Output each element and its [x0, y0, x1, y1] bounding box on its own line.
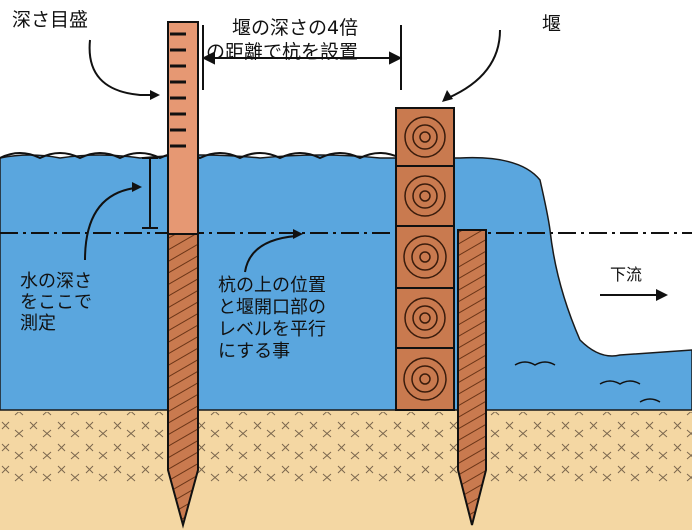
ripple [514, 361, 556, 366]
gauge-ticks [170, 32, 186, 148]
ripple [599, 380, 641, 385]
ripple [639, 398, 661, 403]
depth-scale-label: 深さ目盛 [12, 9, 89, 31]
downstream-label: 下流 [610, 265, 643, 284]
depth-scale-arrow [88, 39, 158, 96]
weir-arrow [447, 29, 501, 99]
level-label-4: にする事 [218, 341, 291, 362]
water-surface [0, 152, 401, 160]
measure-label-1: 水の深さ [20, 271, 92, 292]
weir-stake [457, 229, 487, 526]
level-label-3: レベルを平行 [218, 319, 326, 340]
level-label-2: と堰開口部の [218, 297, 326, 318]
measure-label-3: 測定 [20, 313, 56, 334]
stake-distance-label-1: 堰の深さの4倍 [232, 17, 359, 39]
depth-gauge-board [167, 21, 199, 235]
weir-label: 堰 [542, 13, 562, 35]
weir-wood-rings [403, 116, 447, 401]
measure-arrow [84, 187, 136, 261]
level-arrow [244, 235, 297, 273]
gravel-texture [0, 412, 692, 482]
distance-arrow [201, 25, 403, 90]
water-body [0, 154, 692, 411]
stake-distance-label-2: の距離で杭を設置 [206, 41, 359, 63]
gauge-stake [167, 233, 199, 529]
measure-label-2: をここで [20, 292, 92, 313]
level-label-1: 杭の上の位置 [218, 275, 326, 296]
